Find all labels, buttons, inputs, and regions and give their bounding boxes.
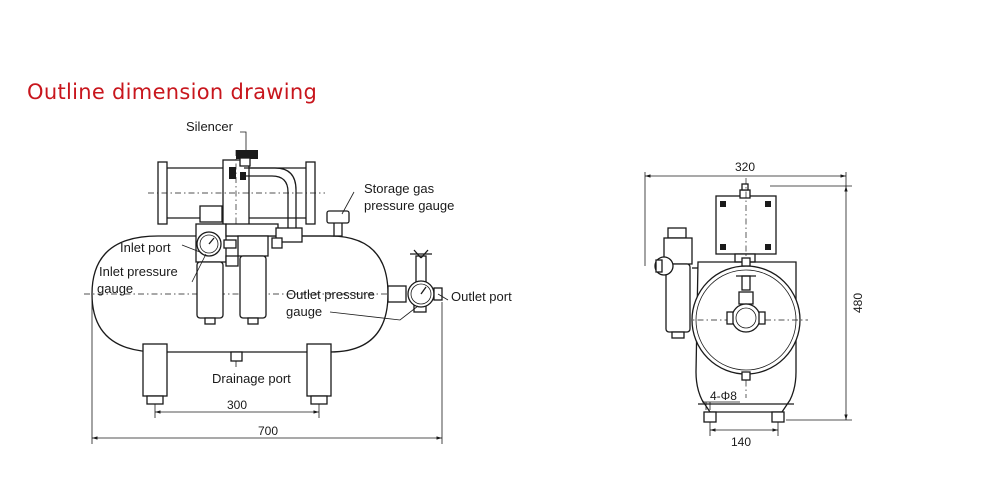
left-foot (142, 343, 168, 397)
storage-gauge-label: Storage gas (364, 181, 435, 196)
dimension-700: 700 (258, 424, 278, 438)
storage-gauge-label-2: pressure gauge (364, 198, 454, 213)
filter-bowl-left (196, 261, 224, 319)
filter-bowl-right (239, 255, 267, 319)
dimension-300: 300 (227, 398, 247, 412)
drainage-port (230, 351, 243, 362)
silencer-pipe (244, 167, 297, 232)
inlet-gauge-label-2: gauge (97, 281, 133, 296)
outlet-gauge-label: Outlet pressure (286, 287, 375, 302)
inlet-gauge-label: Inlet pressure (99, 264, 178, 279)
hole-callout: 4-Φ8 (710, 389, 737, 403)
outlet-gauge-label-2: gauge (286, 304, 322, 319)
side-view: 320 480 140 4-Φ8 (644, 160, 865, 449)
dimension-480: 480 (851, 293, 865, 313)
dimension-140: 140 (731, 435, 751, 449)
inlet-port-label: Inlet port (120, 240, 171, 255)
outlet-port-label: Outlet port (451, 289, 512, 304)
silencer-label: Silencer (186, 119, 234, 134)
right-foot (306, 343, 332, 397)
front-view: Silencer Storage gas pressure gauge Inle… (84, 119, 512, 444)
silencer (236, 150, 258, 159)
drainage-port-label: Drainage port (212, 371, 291, 386)
storage-gas-pressure-gauge (326, 210, 350, 224)
page-title: Outline dimension drawing (27, 80, 318, 104)
dimension-320: 320 (735, 160, 755, 174)
side-filter-bowl (665, 263, 691, 333)
